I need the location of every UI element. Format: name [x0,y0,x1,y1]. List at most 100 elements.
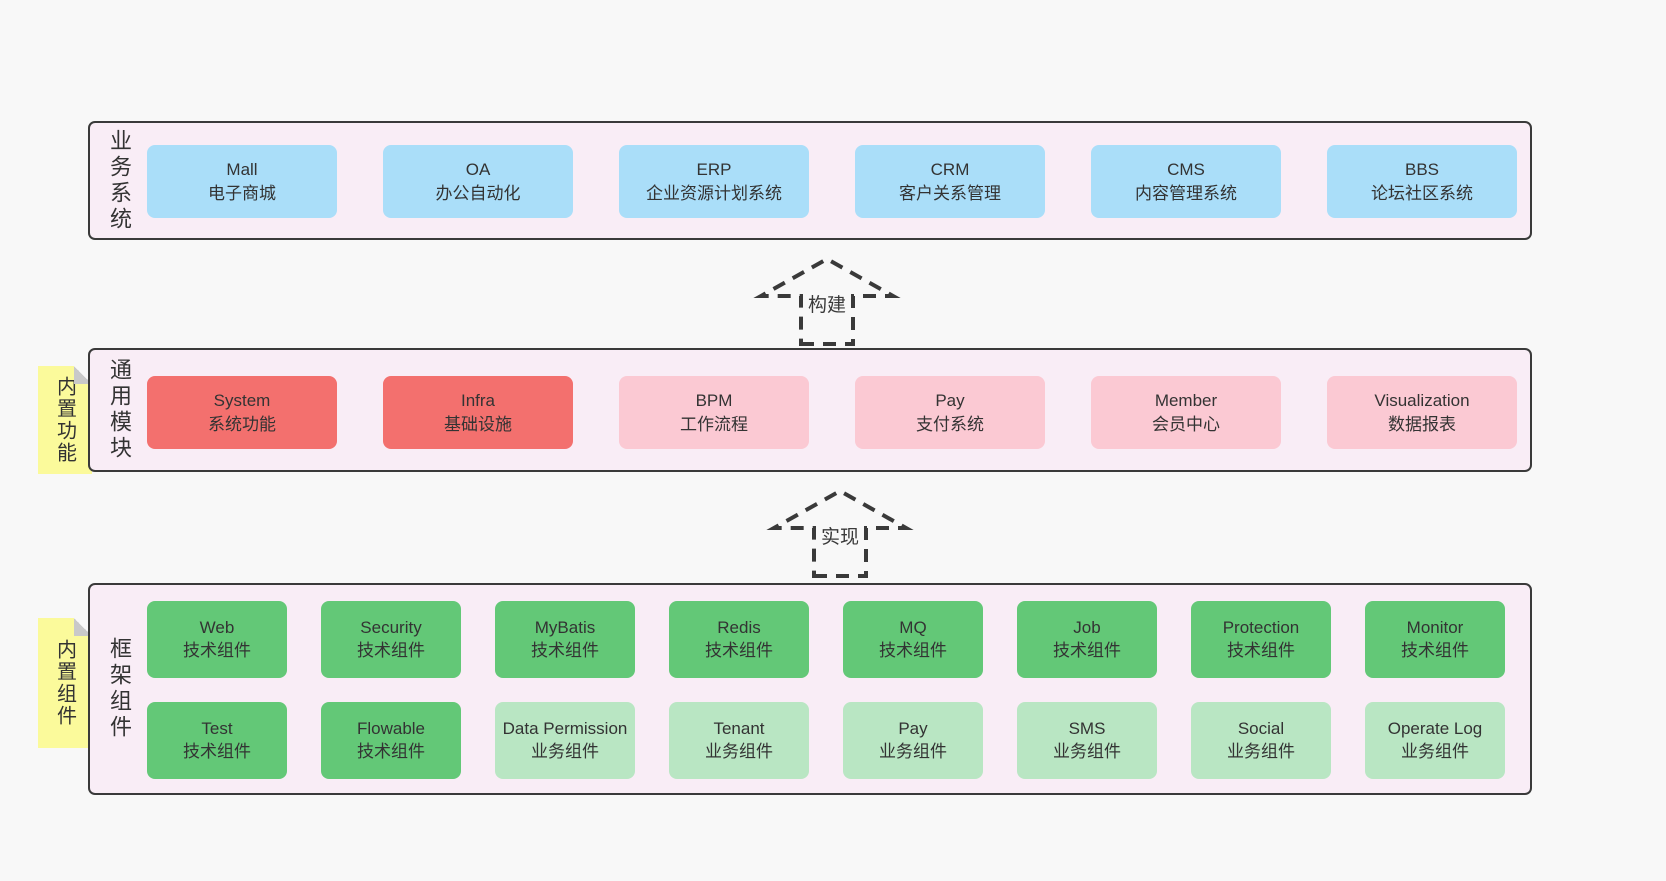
box-infra: Infra 基础设施 [383,376,573,449]
sticky-note-built-in-components: 内置组件 [38,618,92,748]
box-title: Security [360,618,422,638]
box-title: CRM [930,159,970,179]
business-boxes-row: Mall 电子商城 OA 办公自动化 ERP 企业资源计划系统 CRM 客户关系… [147,145,1517,218]
box-title: Web [199,618,235,638]
box-title: Member [1154,390,1218,410]
framework-components-section: 框架组件 Web 技术组件 Security 技术组件 MyBatis 技术组件… [88,583,1532,795]
box-subtitle: 技术组件 [357,640,425,660]
box-subtitle: 电子商城 [208,183,276,203]
box-title: Operate Log [1387,719,1483,739]
components-boxes-grid: Web 技术组件 Security 技术组件 MyBatis 技术组件 Redi… [147,601,1505,779]
box-monitor: Monitor 技术组件 [1365,601,1505,678]
box-title: Flowable [356,719,426,739]
box-job: Job 技术组件 [1017,601,1157,678]
box-tenant: Tenant 业务组件 [669,702,809,779]
box-title: Infra [460,390,496,410]
arrow-label-implement: 实现 [817,522,863,549]
dashed-up-arrow-build: 构建 [752,254,902,346]
box-subtitle: 技术组件 [183,640,251,660]
box-bpm: BPM 工作流程 [619,376,809,449]
business-systems-section: 业务系统 Mall 电子商城 OA 办公自动化 ERP 企业资源计划系统 CRM… [88,121,1532,240]
box-subtitle: 内容管理系统 [1135,183,1237,203]
box-title: System [213,390,271,410]
box-subtitle: 论坛社区系统 [1371,183,1473,203]
box-subtitle: 会员中心 [1152,414,1220,434]
up-arrow-icon [766,488,914,578]
sticky-label: 内置组件 [53,639,76,727]
box-subtitle: 客户关系管理 [899,183,1001,203]
box-subtitle: 工作流程 [680,414,748,434]
box-title: Monitor [1406,618,1464,638]
box-system: System 系统功能 [147,376,337,449]
box-title: Test [201,719,233,739]
box-crm: CRM 客户关系管理 [855,145,1045,218]
box-subtitle: 办公自动化 [435,183,521,203]
box-bbs: BBS 论坛社区系统 [1327,145,1517,218]
box-erp: ERP 企业资源计划系统 [619,145,809,218]
folded-corner [74,366,92,384]
box-title: Visualization [1374,390,1470,410]
box-title: BBS [1404,159,1440,179]
box-title: Data Permission [502,719,628,739]
box-subtitle: 业务组件 [879,741,947,761]
box-security: Security 技术组件 [321,601,461,678]
section-label-business: 业务系统 [107,128,132,233]
sticky-note-built-in-features: 内置功能 [38,366,92,474]
box-oa: OA 办公自动化 [383,145,573,218]
modules-boxes-row: System 系统功能 Infra 基础设施 BPM 工作流程 Pay 支付系统… [147,376,1517,449]
box-title: Mall [226,159,258,179]
box-subtitle: 业务组件 [531,741,599,761]
folded-corner [74,618,92,636]
up-arrow-icon [753,256,901,346]
box-subtitle: 业务组件 [1401,741,1469,761]
box-data-permission: Data Permission 业务组件 [495,702,635,779]
box-title: CMS [1167,159,1205,179]
box-title: OA [465,159,491,179]
common-modules-section: 通用模块 System 系统功能 Infra 基础设施 BPM 工作流程 Pay… [88,348,1532,472]
sticky-label: 内置功能 [53,376,76,464]
box-cms: CMS 内容管理系统 [1091,145,1281,218]
box-subtitle: 支付系统 [916,414,984,434]
box-subtitle: 业务组件 [1053,741,1121,761]
box-redis: Redis 技术组件 [669,601,809,678]
dashed-up-arrow-implement: 实现 [765,486,915,578]
box-title: ERP [696,159,732,179]
box-subtitle: 数据报表 [1388,414,1456,434]
box-sms: SMS 业务组件 [1017,702,1157,779]
box-mq: MQ 技术组件 [843,601,983,678]
box-subtitle: 技术组件 [1053,640,1121,660]
section-label-components: 框架组件 [107,637,132,741]
box-mall: Mall 电子商城 [147,145,337,218]
box-title: BPM [695,390,733,410]
box-subtitle: 基础设施 [444,414,512,434]
box-test: Test 技术组件 [147,702,287,779]
box-subtitle: 业务组件 [705,741,773,761]
box-subtitle: 技术组件 [705,640,773,660]
box-pay-module: Pay 支付系统 [855,376,1045,449]
box-mybatis: MyBatis 技术组件 [495,601,635,678]
box-subtitle: 企业资源计划系统 [646,183,782,203]
box-subtitle: 系统功能 [208,414,276,434]
box-title: Protection [1222,618,1300,638]
box-operate-log: Operate Log 业务组件 [1365,702,1505,779]
box-subtitle: 业务组件 [1227,741,1295,761]
box-title: Pay [898,719,928,739]
box-title: Tenant [713,719,765,739]
box-subtitle: 技术组件 [1401,640,1469,660]
box-title: MQ [899,618,927,638]
box-title: Job [1073,618,1101,638]
box-subtitle: 技术组件 [1227,640,1295,660]
box-subtitle: 技术组件 [531,640,599,660]
box-member: Member 会员中心 [1091,376,1281,449]
box-title: MyBatis [534,618,596,638]
box-visualization: Visualization 数据报表 [1327,376,1517,449]
box-social: Social 业务组件 [1191,702,1331,779]
box-pay-component: Pay 业务组件 [843,702,983,779]
arrow-label-build: 构建 [804,290,850,317]
box-title: Redis [717,618,761,638]
box-subtitle: 技术组件 [879,640,947,660]
box-title: SMS [1068,719,1106,739]
box-flowable: Flowable 技术组件 [321,702,461,779]
box-subtitle: 技术组件 [183,741,251,761]
box-title: Social [1237,719,1285,739]
